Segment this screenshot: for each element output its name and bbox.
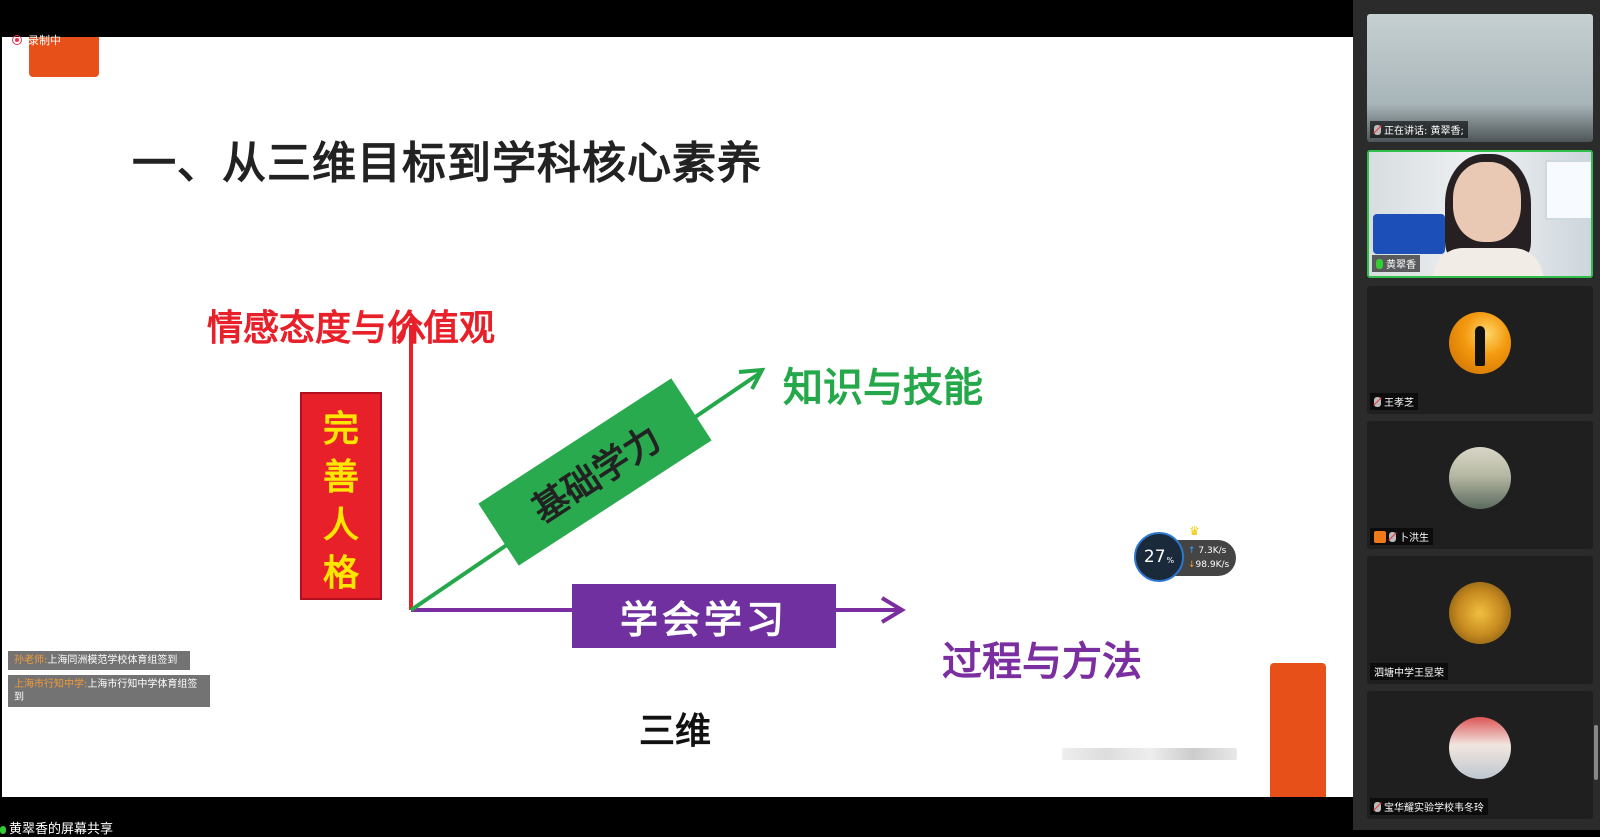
download-speed: 98.9 — [1195, 560, 1216, 570]
notice-text: 上海市行知中学体育组签到 — [14, 679, 198, 703]
box-learn-label: 学会学习 — [619, 597, 788, 642]
video-feed — [1367, 14, 1593, 142]
participant-name: 卜洪生 — [1399, 533, 1429, 544]
participant-name-tag: 王孝芝 — [1370, 393, 1418, 410]
label-knowledge-skills: 知识与技能 — [783, 365, 983, 411]
participant-name: 宝华耀实验学校韦冬玲 — [1384, 803, 1484, 814]
network-speed-widget[interactable]: ♛ 27% ↑ 7.3K/s ↓98.9K/s — [1134, 524, 1236, 584]
participant-name: 黄翠香 — [1386, 260, 1416, 271]
mic-muted-icon — [1374, 801, 1381, 812]
participant-tile[interactable]: 王孝芝 — [1367, 286, 1593, 414]
notice-sender: 孙老师: — [14, 655, 48, 666]
mic-active-icon — [1376, 258, 1383, 269]
notice-text: 上海同洲模范学校体育组签到 — [47, 655, 178, 666]
slide-title: 一、从三维目标到学科核心素养 — [132, 138, 762, 189]
diagonal-arrowhead — [738, 367, 766, 390]
participant-name-tag: 泗塘中学王昱荣 — [1370, 663, 1448, 680]
participant-tile-speaking[interactable]: 黄翠香 — [1367, 150, 1593, 278]
participant-tile[interactable]: 泗塘中学王昱荣 — [1367, 556, 1593, 684]
slide-decoration-top — [29, 37, 99, 77]
speed-unit: K/s — [1215, 560, 1230, 570]
label-process-methods: 过程与方法 — [942, 639, 1142, 685]
participant-name: 正在讲话: 黄翠香; — [1384, 126, 1464, 137]
recording-label: 录制中 — [28, 34, 61, 47]
box-perfect-personality: 完 善 人 格 — [300, 392, 382, 600]
mic-muted-icon — [1389, 531, 1396, 542]
chat-notice: 孙老师:上海同洲模范学校体育组签到 — [8, 651, 190, 670]
sidebar-scrollbar[interactable] — [1594, 725, 1598, 780]
box-char: 完 — [322, 409, 359, 450]
video-background-sofa — [1373, 214, 1445, 254]
mic-muted-icon — [1374, 124, 1381, 135]
user-icon — [1374, 530, 1386, 543]
horizontal-arrowhead — [880, 596, 906, 624]
participant-name: 王孝芝 — [1384, 398, 1414, 409]
label-three-dimensions: 三维 — [639, 711, 712, 752]
box-char: 善 — [322, 457, 359, 498]
cpu-usage-circle: 27% — [1134, 532, 1184, 582]
participant-name-tag: 卜洪生 — [1370, 528, 1433, 545]
video-background-window — [1545, 160, 1591, 220]
avatar — [1449, 447, 1511, 509]
video-person-body — [1433, 248, 1543, 276]
avatar — [1449, 717, 1511, 779]
box-learn-to-learn: 学会学习 — [572, 584, 836, 648]
video-person-face — [1453, 162, 1521, 242]
blurred-watermark — [1062, 748, 1237, 760]
recording-indicator[interactable]: 录制中 — [12, 32, 61, 48]
participant-name-tag: 宝华耀实验学校韦冬玲 — [1370, 798, 1488, 815]
usage-unit: % — [1166, 555, 1175, 565]
speed-unit: K/s — [1212, 546, 1227, 556]
mic-muted-icon — [1374, 396, 1381, 407]
upload-speed: 7.3 — [1198, 546, 1213, 556]
share-status-bar: 黄翠香的屏幕共享 — [0, 818, 113, 837]
upload-arrow-icon: ↑ — [1188, 546, 1196, 556]
speed-rates: ↑ 7.3K/s ↓98.9K/s — [1188, 544, 1229, 572]
slide-decoration-bottom — [1270, 663, 1326, 797]
participant-name-tag: 黄翠香 — [1372, 255, 1420, 272]
presentation-slide: 一、从三维目标到学科核心素养 情感态度与价值观 知识与技能 过程与方法 三维 完… — [2, 37, 1353, 797]
avatar — [1449, 312, 1511, 374]
notice-sender: 上海市行知中学: — [14, 679, 88, 690]
avatar-silhouette — [1475, 326, 1485, 366]
participant-tile[interactable]: 宝华耀实验学校韦冬玲 — [1367, 691, 1593, 819]
download-arrow-icon: ↓ — [1188, 560, 1196, 570]
participant-sidebar: 正在讲话: 黄翠香; 黄翠香 王孝芝 卜洪生 泗塘中学王昱荣 — [1353, 0, 1600, 830]
chat-notice: 上海市行知中学:上海市行知中学体育组签到 — [8, 675, 210, 707]
box-char: 格 — [322, 553, 359, 594]
vertical-arrowhead — [396, 315, 426, 341]
label-emotion-values: 情感态度与价值观 — [207, 308, 496, 349]
participant-name-tag: 正在讲话: 黄翠香; — [1370, 121, 1468, 138]
participant-name: 泗塘中学王昱荣 — [1374, 668, 1444, 679]
participant-tile[interactable]: 正在讲话: 黄翠香; — [1367, 14, 1593, 142]
box-char: 人 — [322, 505, 359, 546]
record-icon — [12, 35, 22, 45]
participant-tile[interactable]: 卜洪生 — [1367, 421, 1593, 549]
avatar — [1449, 582, 1511, 644]
screen-share-area: 录制中 一、从三维目标到学科核心素养 情感态度与价值观 知识与技能 过程与方法 … — [0, 0, 1353, 830]
crown-icon: ♛ — [1189, 524, 1200, 538]
usage-percent: 27 — [1143, 547, 1166, 567]
